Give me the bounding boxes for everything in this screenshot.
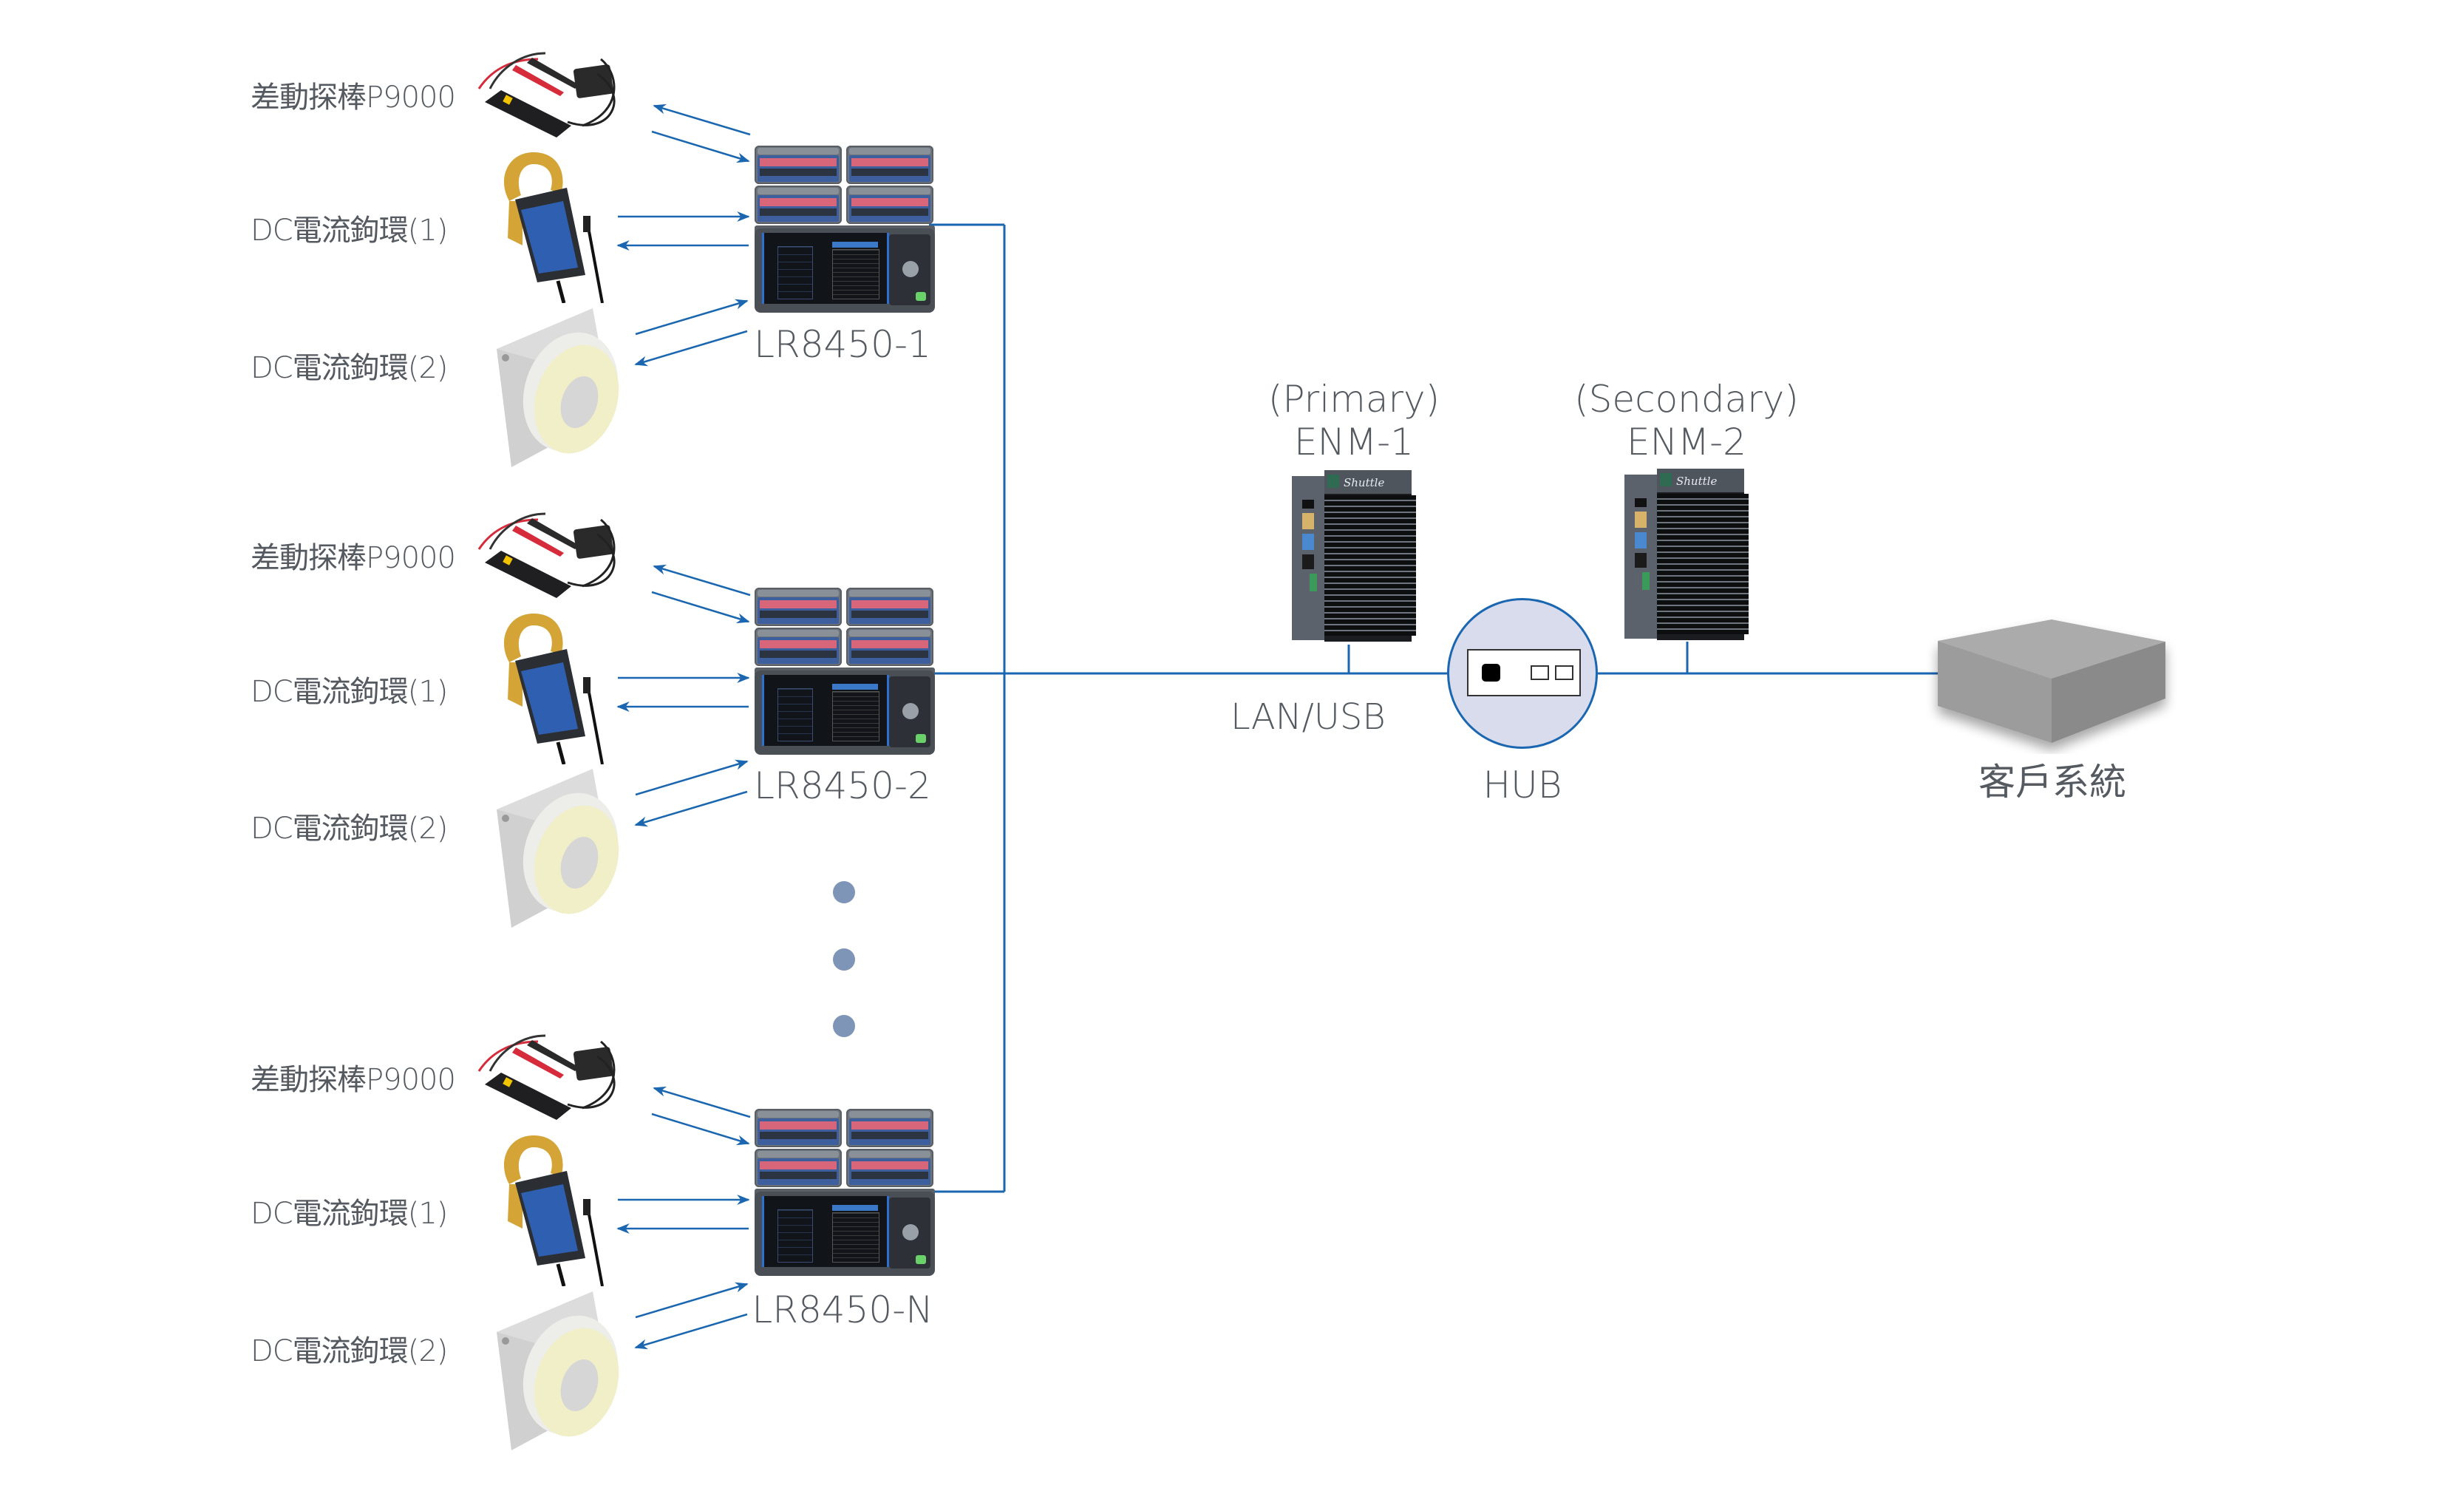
pnext-logo-icon: [1327, 475, 1339, 488]
arrow-from-clamp-2: [635, 299, 749, 336]
sensor-label: DC電流鉤環(1): [251, 1197, 448, 1231]
sensor-label: DC電流鉤環(1): [251, 675, 448, 709]
arrow-from-probe: [651, 130, 750, 163]
arrow-to-probe: [653, 564, 751, 597]
pnext-logo-icon: [1660, 473, 1672, 486]
toroidal-current-sensor-icon: [489, 305, 625, 473]
secondary-server-enm-2[interactable]: Shuttle: [1624, 469, 1749, 643]
ellipsis-dot: [833, 881, 855, 903]
clamp-current-sensor-icon: [493, 149, 623, 306]
arrow-to-clamp-2: [634, 330, 748, 367]
secondary-server-role: (Secondary): [1574, 378, 1799, 421]
clamp-current-sensor-icon: [493, 611, 623, 767]
primary-server-name: ENM-1: [1293, 420, 1414, 463]
toroidal-current-sensor-icon: [489, 1288, 625, 1456]
primary-server-role: (Primary): [1267, 378, 1440, 421]
hub-device-icon: [1467, 649, 1581, 696]
primary-server-label: (Primary) ENM-1: [1268, 378, 1440, 463]
data-logger-device[interactable]: [755, 146, 935, 313]
data-logger-device[interactable]: [755, 1109, 935, 1276]
logger-name: LR8450-N: [752, 1288, 933, 1331]
sensor-label: DC電流鉤環(1): [251, 214, 448, 248]
sensor-label: DC電流鉤環(2): [251, 1334, 448, 1368]
arrow-to-clamp-2: [634, 1313, 748, 1350]
sensor-label: 差動探棒P9000: [251, 81, 456, 115]
data-logger-device[interactable]: [755, 588, 935, 755]
hub-label: HUB: [1483, 764, 1562, 806]
hub-port-icon: [1555, 665, 1573, 680]
sensor-label: 差動探棒P9000: [251, 1063, 456, 1097]
logger-name: LR8450-1: [754, 323, 931, 366]
server-brand: Shuttle: [1676, 475, 1718, 488]
hub-indicator-icon: [1482, 664, 1500, 682]
arrow-from-probe: [651, 1113, 750, 1146]
secondary-server-label: (Secondary) ENM-2: [1574, 378, 1799, 463]
network-hub[interactable]: [1447, 598, 1598, 749]
differential-probe-icon: [472, 505, 631, 602]
arrow-to-clamp-2: [634, 790, 748, 827]
differential-probe-icon: [472, 1027, 631, 1124]
ellipsis-dot: [833, 1015, 855, 1037]
client-system-label: 客戶系統: [1978, 761, 2126, 804]
arrow-to-probe: [653, 1086, 751, 1118]
toroidal-current-sensor-icon: [489, 765, 625, 934]
secondary-server-name: ENM-2: [1627, 420, 1746, 463]
primary-server-enm-1[interactable]: Shuttle: [1292, 470, 1416, 645]
arrow-from-probe: [651, 591, 750, 624]
arrow-from-clamp-2: [635, 759, 749, 796]
logger-name: LR8450-2: [754, 764, 931, 807]
sensor-label: DC電流鉤環(2): [251, 812, 448, 846]
clamp-current-sensor-icon: [493, 1132, 623, 1289]
sensor-label: 差動探棒P9000: [251, 541, 456, 575]
client-system-icon[interactable]: [1922, 591, 2188, 754]
sensor-label: DC電流鉤環(2): [251, 351, 448, 385]
server-brand: Shuttle: [1344, 476, 1385, 489]
ellipsis-dot: [833, 948, 855, 971]
hub-port-icon: [1531, 665, 1549, 680]
arrow-to-probe: [653, 103, 751, 136]
arrow-from-clamp-2: [635, 1282, 749, 1319]
differential-probe-icon: [472, 44, 631, 142]
link-label: LAN/USB: [1231, 696, 1386, 738]
